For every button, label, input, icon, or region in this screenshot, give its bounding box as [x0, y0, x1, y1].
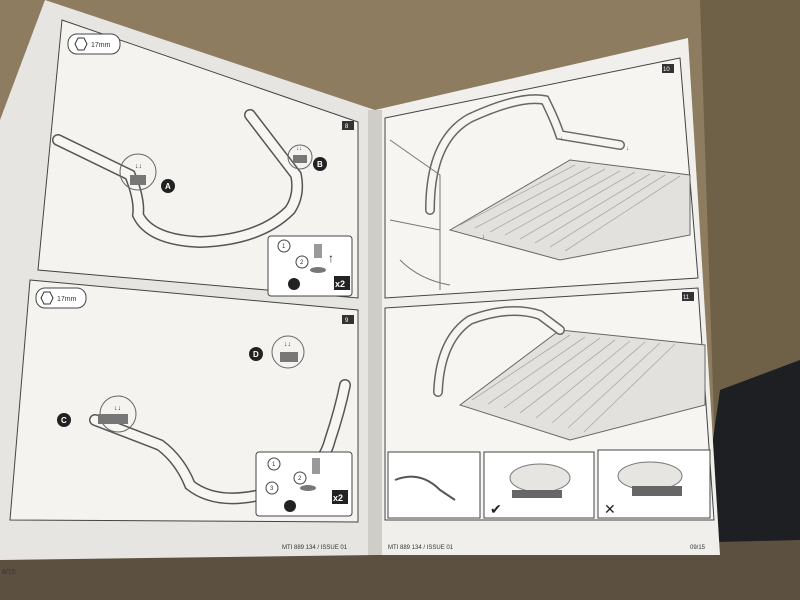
hex-nut-icon [74, 37, 88, 51]
wrench-size-label: 17mm [91, 42, 111, 49]
arrows-c: ↓↓ [114, 405, 121, 412]
callout-b: B [317, 160, 323, 169]
washer-icon [310, 267, 326, 273]
mount-bracket-d [280, 352, 298, 362]
detail-zoom-b [287, 144, 313, 170]
roll-bar-inner [434, 307, 564, 396]
left-document-code: MTI 889 134 / ISSUE 01 [282, 545, 348, 551]
qty-badge [334, 276, 350, 290]
step-number-badge [342, 121, 354, 130]
part-2-marker [295, 255, 309, 269]
right-document-code: MTI 889 134 / ISSUE 01 [388, 545, 454, 551]
callout-c-marker [57, 413, 71, 427]
qty-label: x2 [333, 493, 343, 503]
panel-frame [37, 19, 359, 299]
arrows-d: ↓↓ [284, 341, 291, 348]
down-arrows: ↓ [560, 136, 563, 142]
part-i-marker [284, 500, 296, 512]
callout-d-marker [249, 347, 263, 361]
callout-c: C [61, 416, 67, 425]
cover-slats [471, 334, 676, 433]
bolt-icon [312, 458, 320, 474]
step-panel-8: 17mm 8 ↓↓ A ↓↓ B 1 2 ↑ x2 [37, 19, 359, 299]
callout-d: D [253, 350, 259, 359]
bracket-plate-3 [632, 486, 682, 496]
step-number-badge [682, 292, 694, 301]
callout-a-marker [161, 179, 175, 193]
step-panel-9: 17mm 9 ↓↓ C ↓↓ D 1 2 3 x2 [9, 279, 359, 523]
mount-bracket-c [98, 414, 128, 424]
bracket-detail-3 [617, 461, 683, 491]
part-1-marker [277, 239, 291, 253]
arrows-b: ↓↓ [296, 146, 302, 152]
part-1-marker [267, 457, 281, 471]
step-panel-10: 10 ↓ ↓ ↓ [384, 57, 699, 299]
wrench-size-label: 17mm [57, 296, 77, 303]
truck-body-outline [389, 139, 451, 290]
check-icon: ✔ [490, 501, 502, 517]
step-number: 11 [683, 295, 690, 301]
step-number: 8 [345, 124, 349, 130]
part-i-marker [288, 278, 300, 290]
bracket-detail-2 [509, 463, 571, 493]
wrench-size-badge [35, 287, 87, 309]
part-1-number: 1 [272, 462, 276, 468]
parts-box [255, 451, 353, 517]
callout-a: A [165, 182, 171, 191]
step-number-badge [662, 64, 674, 73]
part-2-marker [293, 471, 307, 485]
cross-icon: ✕ [604, 501, 616, 517]
part-2-number: 2 [298, 476, 302, 482]
bracket-plate-2 [512, 490, 562, 498]
detail-zoom-d [271, 335, 305, 369]
up-arrow-icon: ↑ [328, 251, 334, 265]
detail-zoom-a [119, 153, 157, 191]
qty-label: x2 [335, 279, 345, 289]
part-3-marker [265, 481, 279, 495]
mount-bracket-b [293, 155, 307, 163]
right-page-number: 09/15 [690, 545, 706, 551]
bolt-icon [314, 244, 322, 258]
qty-badge [332, 490, 348, 504]
part-3-number: 3 [270, 486, 274, 492]
step-number: 10 [663, 67, 670, 73]
part-2-number: 2 [300, 260, 304, 266]
hand-drawing [394, 475, 456, 501]
step-panel-11: 11 ✔ ✕ [384, 287, 715, 521]
wrench-size-badge [67, 33, 121, 55]
hex-nut-icon [40, 291, 54, 305]
down-arrows-2: ↓ [626, 146, 629, 152]
roll-bar-inner [53, 110, 302, 247]
mount-bracket-a [130, 175, 146, 185]
part-1-number: 1 [282, 244, 286, 250]
cover-slats [459, 164, 681, 252]
washer-icon [300, 485, 316, 491]
down-arrows-3: ↓ [482, 234, 485, 240]
roll-bar-inner [426, 95, 624, 214]
arrows-a: ↓↓ [135, 163, 142, 170]
step-number-badge [342, 315, 354, 324]
callout-b-marker [313, 157, 327, 171]
step-number: 9 [345, 318, 349, 324]
left-page-number: 8/15 [2, 569, 16, 576]
spine-shadow [368, 110, 382, 555]
